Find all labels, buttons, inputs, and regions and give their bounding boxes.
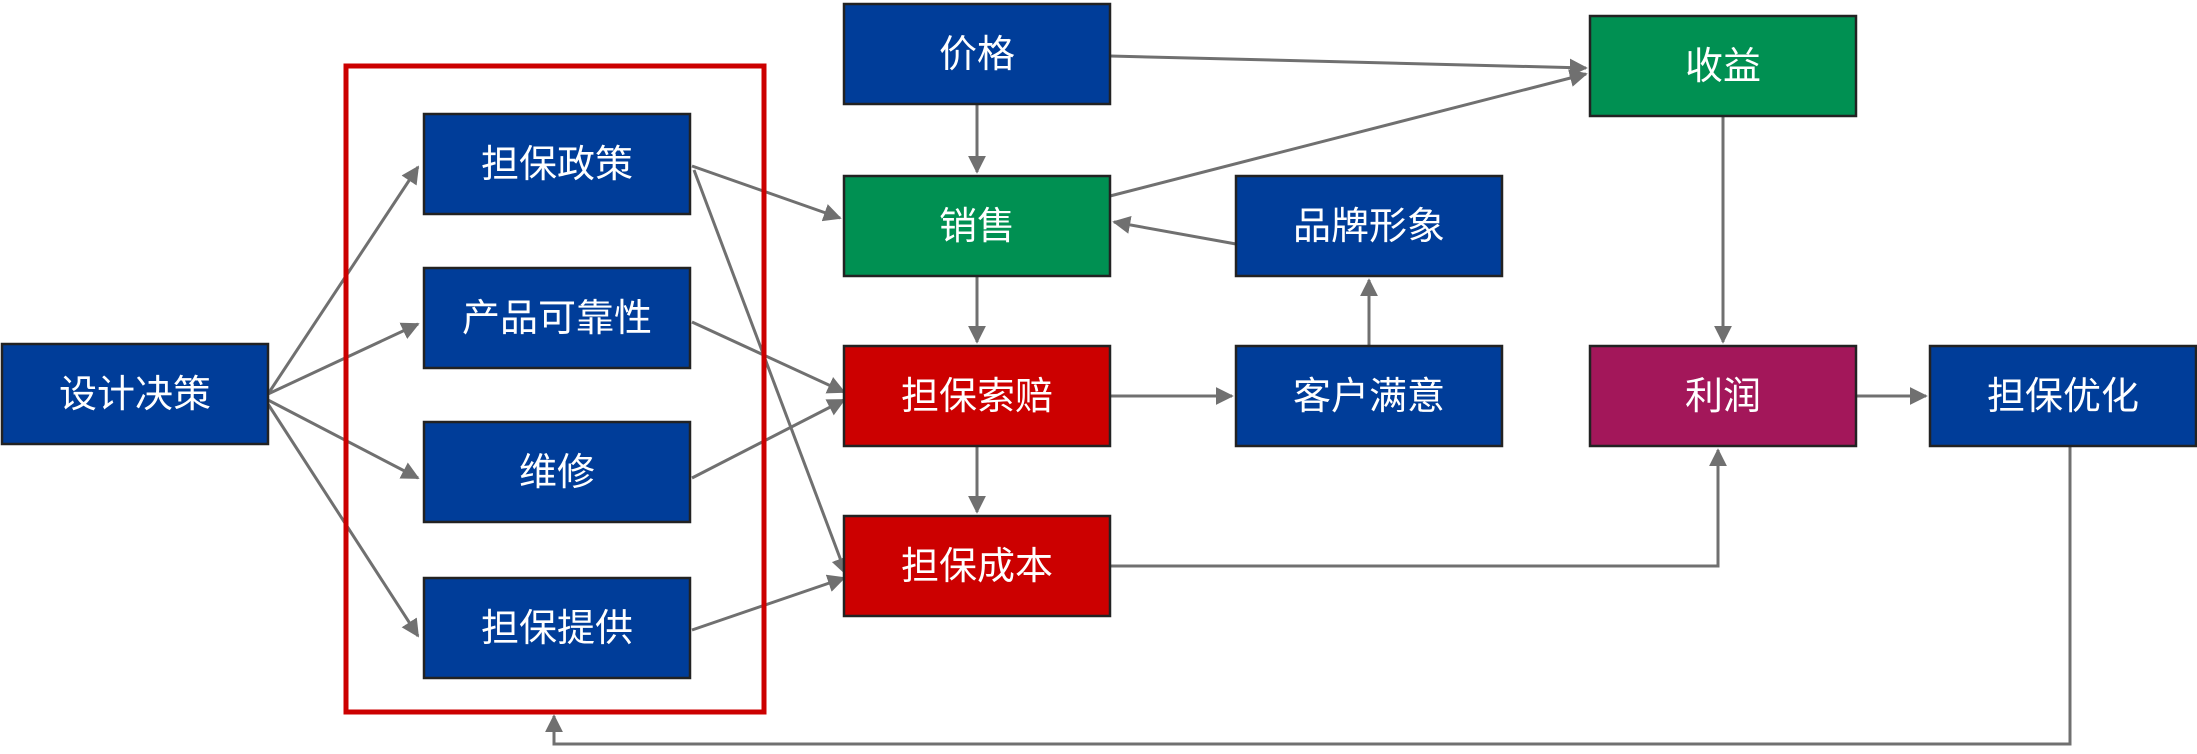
node-repair: 维修 [422, 420, 692, 524]
edge-reliability-to-claims [691, 320, 846, 394]
node-policy: 担保政策 [422, 112, 692, 216]
edge-cost-to-profit [1110, 448, 1727, 568]
edge-design-to-repair [267, 398, 420, 480]
node-provision-label: 担保提供 [481, 606, 633, 650]
node-claims: 担保索赔 [842, 344, 1112, 448]
node-provision: 担保提供 [422, 576, 692, 680]
node-brand-label: 品牌形象 [1293, 204, 1445, 248]
node-design-label: 设计决策 [59, 372, 211, 416]
node-sales-label: 销售 [939, 204, 1015, 248]
edges-layer [266, 54, 2072, 746]
edge-design-to-provision [266, 403, 420, 638]
edge-provision-to-cost [691, 574, 846, 632]
design-factors-group-frame [343, 63, 767, 715]
node-sales: 销售 [842, 174, 1112, 278]
edge-sales-to-revenue [1109, 69, 1588, 198]
node-revenue-label: 收益 [1685, 44, 1761, 88]
node-design: 设计决策 [0, 342, 270, 446]
node-price: 价格 [842, 2, 1112, 106]
node-satisfaction: 客户满意 [1234, 344, 1504, 448]
node-optimize: 担保优化 [1928, 344, 2197, 448]
node-repair-label: 维修 [519, 450, 595, 494]
edge-design-to-policy [266, 165, 420, 395]
node-cost-label: 担保成本 [901, 544, 1053, 588]
node-revenue: 收益 [1588, 14, 1858, 118]
node-profit-label: 利润 [1685, 374, 1761, 418]
node-satisfaction-label: 客户满意 [1293, 374, 1445, 418]
node-price-label: 价格 [939, 32, 1015, 76]
edge-price-to-revenue [1109, 54, 1588, 77]
edge-repair-to-claims [691, 398, 846, 480]
node-claims-label: 担保索赔 [901, 374, 1053, 418]
edge-policy-to-cost [692, 169, 849, 576]
node-cost: 担保成本 [842, 514, 1112, 618]
node-brand: 品牌形象 [1234, 174, 1504, 278]
edge-brand-to-sales [1112, 216, 1237, 246]
node-optimize-label: 担保优化 [1987, 374, 2139, 418]
edge-design-to-reliability [267, 322, 420, 396]
node-profit: 利润 [1588, 344, 1858, 448]
edge-optimize-to-design-group [545, 446, 2072, 746]
node-reliability-label: 产品可靠性 [462, 296, 652, 340]
node-reliability: 产品可靠性 [422, 266, 692, 370]
node-policy-label: 担保政策 [481, 142, 633, 186]
